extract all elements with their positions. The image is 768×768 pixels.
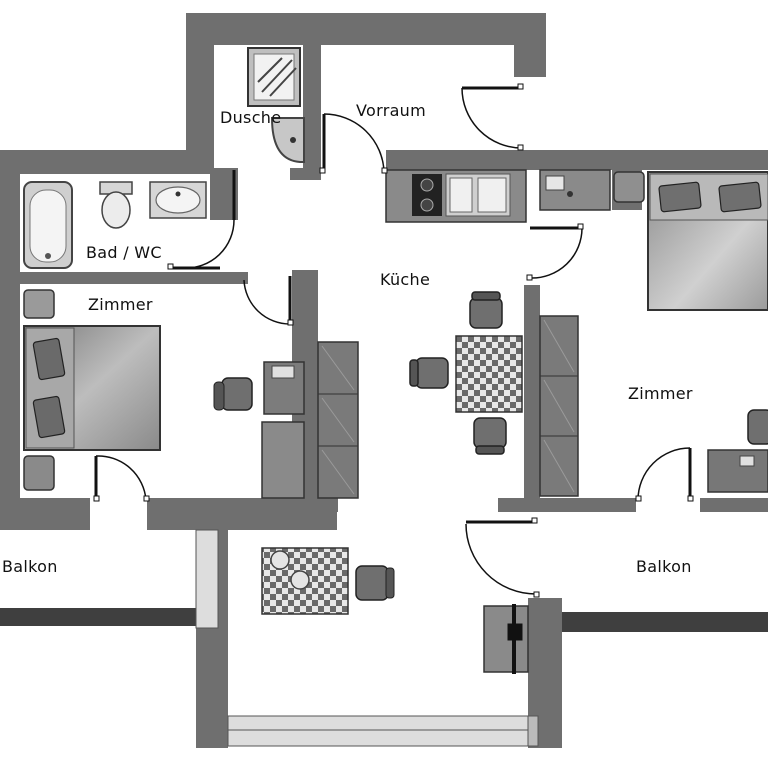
room-label-vorraum: Vorraum <box>356 101 426 120</box>
room-label-kueche: Küche <box>380 270 431 289</box>
storage-cabinet <box>483 604 529 674</box>
bed-left <box>23 325 161 451</box>
room-label-zimmer-right: Zimmer <box>628 384 693 403</box>
wardrobe-right <box>539 315 579 497</box>
desk-right <box>707 449 768 493</box>
bath-sink <box>149 181 207 219</box>
kitchen-counter <box>385 169 527 223</box>
toilet <box>99 181 133 229</box>
dining-chairs <box>409 291 507 455</box>
kitchen-cabinet <box>539 169 611 211</box>
balcony-chair <box>355 565 395 601</box>
desk-left <box>263 361 305 415</box>
door-hinges <box>93 83 694 598</box>
room-label-balkon-right: Balkon <box>636 557 692 576</box>
bed-right <box>647 171 768 311</box>
room-label-balkon-left: Balkon <box>2 557 58 576</box>
bathtub <box>23 181 73 269</box>
room-label-dusche: Dusche <box>220 108 282 127</box>
dusche-sink <box>270 117 305 163</box>
nightstand-bottom <box>23 455 55 491</box>
chair-right <box>747 409 768 445</box>
nightstand-top <box>23 289 55 319</box>
room-label-zimmer-left: Zimmer <box>88 295 153 314</box>
balcony-table <box>261 547 349 615</box>
dining-table <box>455 335 523 413</box>
windows <box>195 529 539 747</box>
wardrobe-left <box>261 341 359 499</box>
chair-left <box>213 377 253 411</box>
shower <box>247 47 301 107</box>
room-label-bad-wc: Bad / WC <box>86 243 162 262</box>
fridge <box>613 171 645 203</box>
doors <box>94 86 692 595</box>
